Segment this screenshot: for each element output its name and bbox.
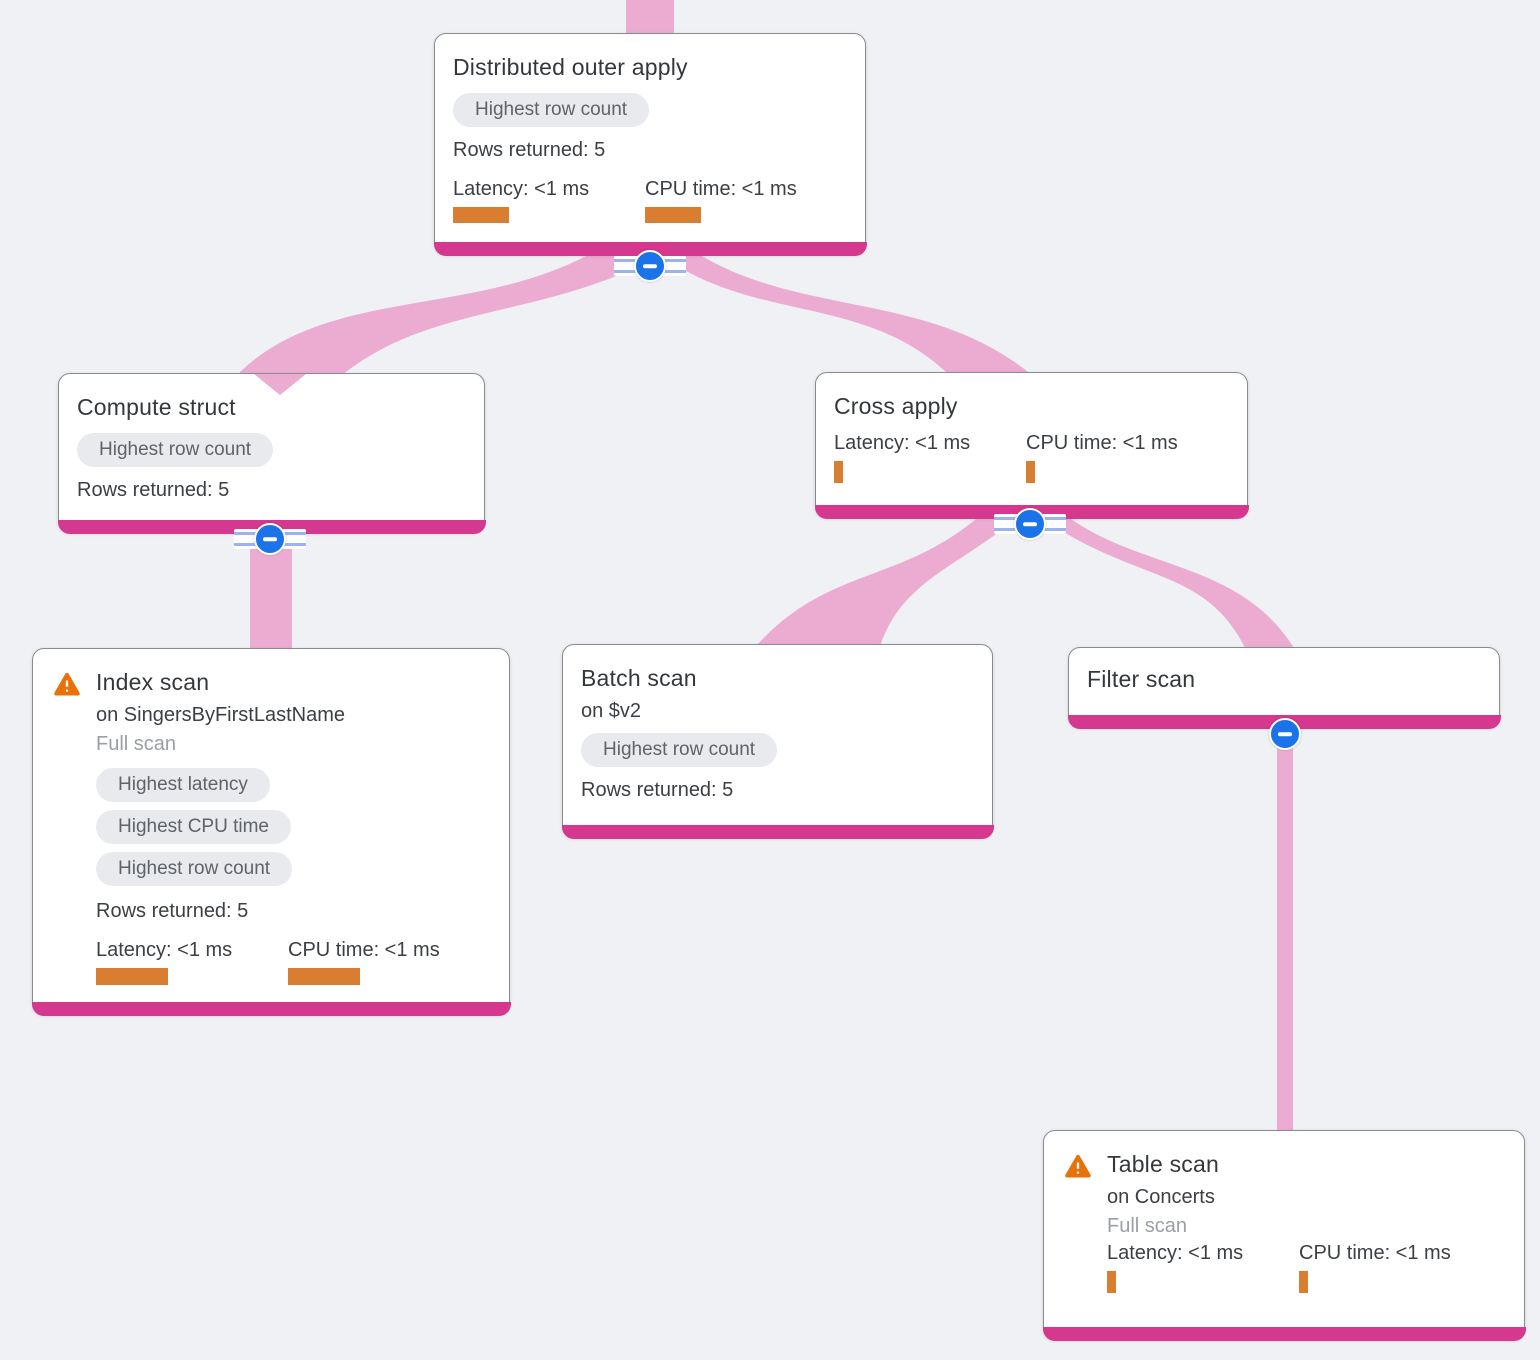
minus-icon [263,537,277,541]
rows-returned: Rows returned: 5 [96,900,249,922]
ribbon-arrowhead [254,374,306,395]
node-title: Table scan [1107,1151,1219,1177]
cpu-time-bar [1026,461,1035,483]
warning-icon [1064,1153,1092,1181]
collapse-button-cross-apply[interactable] [994,508,1066,540]
collapse-circle[interactable] [254,523,286,555]
cpu-time-bar [645,207,701,223]
node-filter-scan[interactable]: Filter scan [1067,647,1501,729]
warning-icon [53,671,81,699]
scan-target: on $v2 [581,700,642,722]
latency-label: Latency: <1 ms [1107,1242,1244,1264]
latency-label: Latency: <1 ms [453,178,590,200]
edge-compute-to-index [250,528,292,660]
cpu-time-label: CPU time: <1 ms [1026,432,1178,454]
node-cross-apply[interactable]: Cross apply Latency: <1 ms CPU time: <1 … [814,372,1249,519]
node-title: Index scan [96,669,210,695]
node-footer-bar [433,241,867,256]
scan-type: Full scan [1107,1215,1188,1237]
badge-highest-row-count: Highest row count [581,733,778,767]
latency-bar [96,968,168,985]
rows-returned: Rows returned: 5 [581,779,734,801]
collapse-button-distributed-outer-apply[interactable] [614,250,686,282]
node-footer-bar [31,1001,511,1016]
cpu-time-label: CPU time: <1 ms [1299,1242,1451,1264]
edge-distributed-to-compute [240,250,670,380]
collapse-circle[interactable] [1269,718,1301,750]
scan-target: on Concerts [1107,1186,1215,1208]
edge-cross-to-filter [1036,514,1298,655]
edge-distributed-to-cross [654,250,1040,382]
badge-highest-row-count: Highest row count [453,93,650,127]
node-batch-scan[interactable]: Batch scan on $v2 Highest row count Rows… [561,644,994,839]
cpu-time-bar [288,968,360,985]
edge-cross-to-batch [756,514,1022,652]
node-distributed-outer-apply[interactable]: Distributed outer apply Highest row coun… [433,33,867,256]
rows-returned: Rows returned: 5 [453,139,606,161]
scan-type: Full scan [96,733,177,755]
minus-icon [1278,732,1292,736]
node-title: Cross apply [834,393,958,419]
rows-returned: Rows returned: 5 [77,479,230,501]
minus-icon [1023,522,1037,526]
node-footer-bar [1042,1326,1526,1341]
node-compute-struct[interactable]: Compute struct Highest row count Rows re… [57,373,486,534]
node-table-scan[interactable]: Table scan on Concerts Full scan Latency… [1042,1130,1526,1341]
latency-bar [834,461,843,483]
node-index-scan[interactable]: Index scan on SingersByFirstLastName Ful… [31,648,511,1016]
cpu-time-label: CPU time: <1 ms [288,939,440,961]
edge-parent-to-distributed [626,0,674,40]
cpu-time-label: CPU time: <1 ms [645,178,797,200]
badge-highest-row-count: Highest row count [96,852,293,886]
collapse-button-filter-scan[interactable] [1269,718,1301,750]
badge-highest-latency: Highest latency [96,768,270,802]
latency-label: Latency: <1 ms [834,432,971,454]
badge-highest-row-count: Highest row count [77,433,274,467]
latency-bar [1107,1271,1116,1293]
minus-icon [643,264,657,268]
scan-target: on SingersByFirstLastName [96,704,345,726]
collapse-circle[interactable] [634,250,666,282]
node-title: Distributed outer apply [453,54,688,80]
latency-bar [453,207,509,223]
node-title: Filter scan [1087,666,1196,692]
node-title: Compute struct [77,394,236,420]
collapse-circle[interactable] [1014,508,1046,540]
badge-highest-cpu-time: Highest CPU time [96,810,291,844]
edge-filter-to-table [1277,724,1293,1140]
latency-label: Latency: <1 ms [96,939,233,961]
collapse-button-compute-struct[interactable] [234,523,306,555]
cpu-time-bar [1299,1271,1308,1293]
node-footer-bar [561,824,994,839]
node-title: Batch scan [581,665,697,691]
